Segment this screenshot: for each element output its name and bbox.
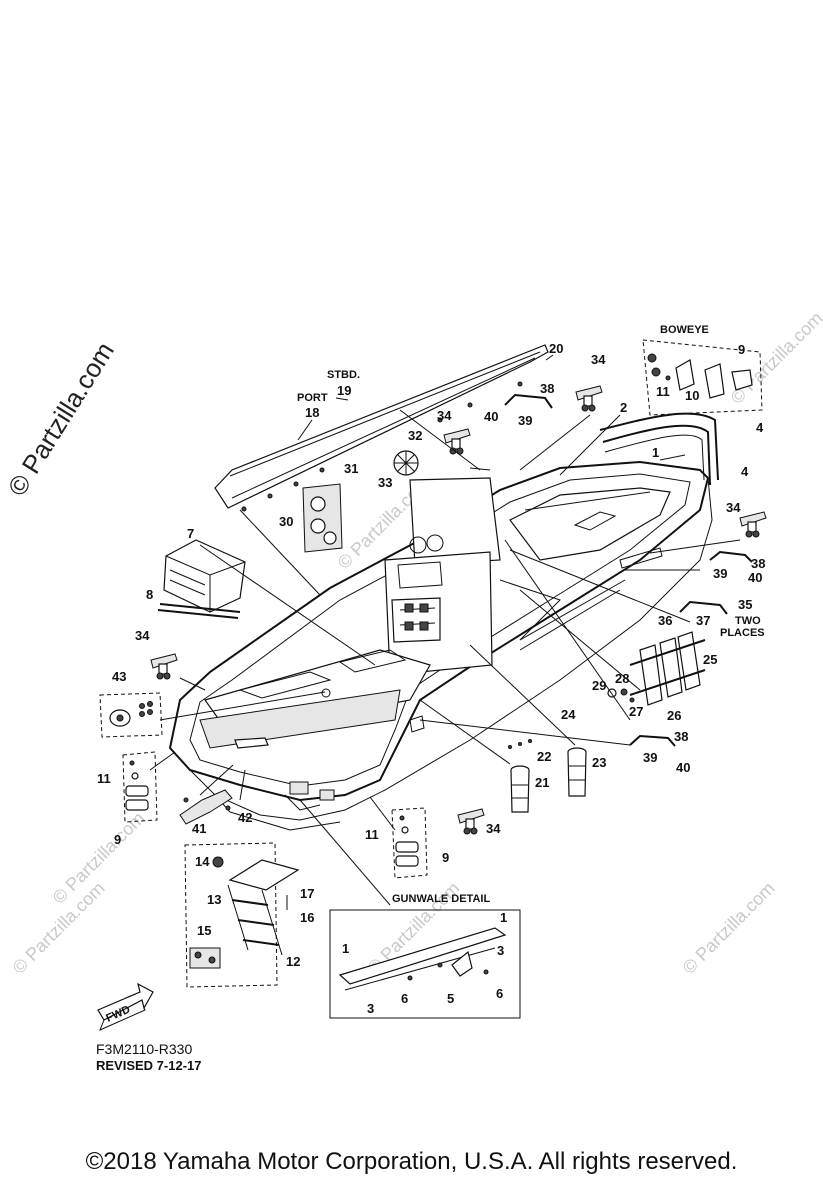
part-number: 30 [279,514,293,529]
part-number: 34 [437,408,452,423]
part-number: 25 [703,652,717,667]
part-number: 33 [378,475,392,490]
part-number: 18 [305,405,319,420]
label-gunwale-detail: GUNWALE DETAIL [392,893,490,905]
part-number: 13 [207,892,221,907]
label-places: PLACES [720,627,765,639]
part-number: 34 [135,628,150,643]
part-number: 22 [537,749,551,764]
part-number: 6 [401,991,408,1006]
bracket-41 [179,789,233,825]
part-number: 24 [561,707,576,722]
gunwale-detail-box [329,909,521,1019]
cup-holders [508,739,587,813]
part-number: 23 [592,755,606,770]
part-number: 27 [629,704,643,719]
hardware-box-9-right [391,807,428,879]
part-number: 39 [713,566,727,581]
revision-note: REVISED 7-12-17 [96,1058,202,1073]
part-number: 38 [674,729,688,744]
part-number: 8 [146,587,153,602]
leader-lines [149,354,741,906]
part-number: 9 [442,850,449,865]
part-number: 42 [238,810,252,825]
part-number: 11 [656,384,670,399]
part-number: 43 [112,669,126,684]
drain-vent [393,450,419,476]
part-number: 38 [540,381,554,396]
part-number: 20 [549,341,563,356]
cleats [150,385,767,835]
watermark-small-1: © Partzilla.com [727,308,823,408]
copyright-notice: ©2018 Yamaha Motor Corporation, U.S.A. A… [85,1148,738,1175]
watermark-left: © Partzilla.com [2,337,120,501]
part-number: 5 [447,991,454,1006]
part-number: 1 [500,910,507,925]
part-number: 35 [738,597,752,612]
grab-rails [504,393,753,747]
part-number: 34 [486,821,501,836]
part-number: 37 [696,613,710,628]
part-number: 28 [615,671,629,686]
rod-holders [607,631,706,706]
part-number: 3 [497,943,504,958]
label-boweye: BOWEYE [660,324,709,336]
part-number: 32 [408,428,422,443]
part-number: 29 [592,678,606,693]
part-number: 11 [97,771,111,786]
part-number: 26 [667,708,681,723]
part-number: 1 [342,941,349,956]
part-number: 41 [192,821,206,836]
part-number: 39 [643,750,657,765]
part-number: 36 [658,613,672,628]
part-number: 21 [535,775,549,790]
part-number: 4 [741,464,749,479]
hardware-box-43 [99,692,163,738]
cooler [163,539,246,613]
boat-hull [168,460,713,831]
part-number: 17 [300,886,314,901]
part-callouts: 20 34 9 11 10 38 19 18 2 40 39 34 4 32 1… [97,341,765,1016]
part-number: 34 [591,352,606,367]
label-plate [302,483,343,553]
part-number: 9 [738,342,745,357]
part-number: 4 [756,420,764,435]
part-number: 40 [484,409,498,424]
part-number: 1 [652,445,659,460]
part-number: 9 [114,832,121,847]
part-number: 38 [751,556,765,571]
label-stbd: STBD. [327,369,360,381]
part-number: 31 [344,461,358,476]
rub-rail [214,344,549,512]
part-number: 15 [197,923,211,938]
ladder-box [184,842,300,988]
label-port: PORT [297,392,328,404]
label-two: TWO [735,615,761,627]
bow-rails [599,412,719,486]
hardware-box-9-left [122,751,158,823]
part-number: 14 [195,854,210,869]
part-number: 39 [518,413,532,428]
part-number: 11 [365,827,379,842]
part-number: 40 [748,570,762,585]
part-number: 34 [726,500,741,515]
part-number: 40 [676,760,690,775]
diagram-code: F3M2110-R330 [96,1041,193,1057]
fwd-arrow: FWD [97,982,154,1031]
part-number: 7 [187,526,194,541]
part-number: 16 [300,910,314,925]
part-number: 2 [620,400,627,415]
boweye-box [642,339,763,416]
watermark-small-3: © Partzilla.com [679,878,779,978]
part-number: 19 [337,383,351,398]
text-labels: BOWEYE STBD. PORT TWO PLACES GUNWALE DET… [297,324,765,905]
part-number: 6 [496,986,503,1001]
part-number: 12 [286,954,300,969]
part-number: 10 [685,388,699,403]
part-number: 3 [367,1001,374,1016]
rods-8 [157,603,241,619]
